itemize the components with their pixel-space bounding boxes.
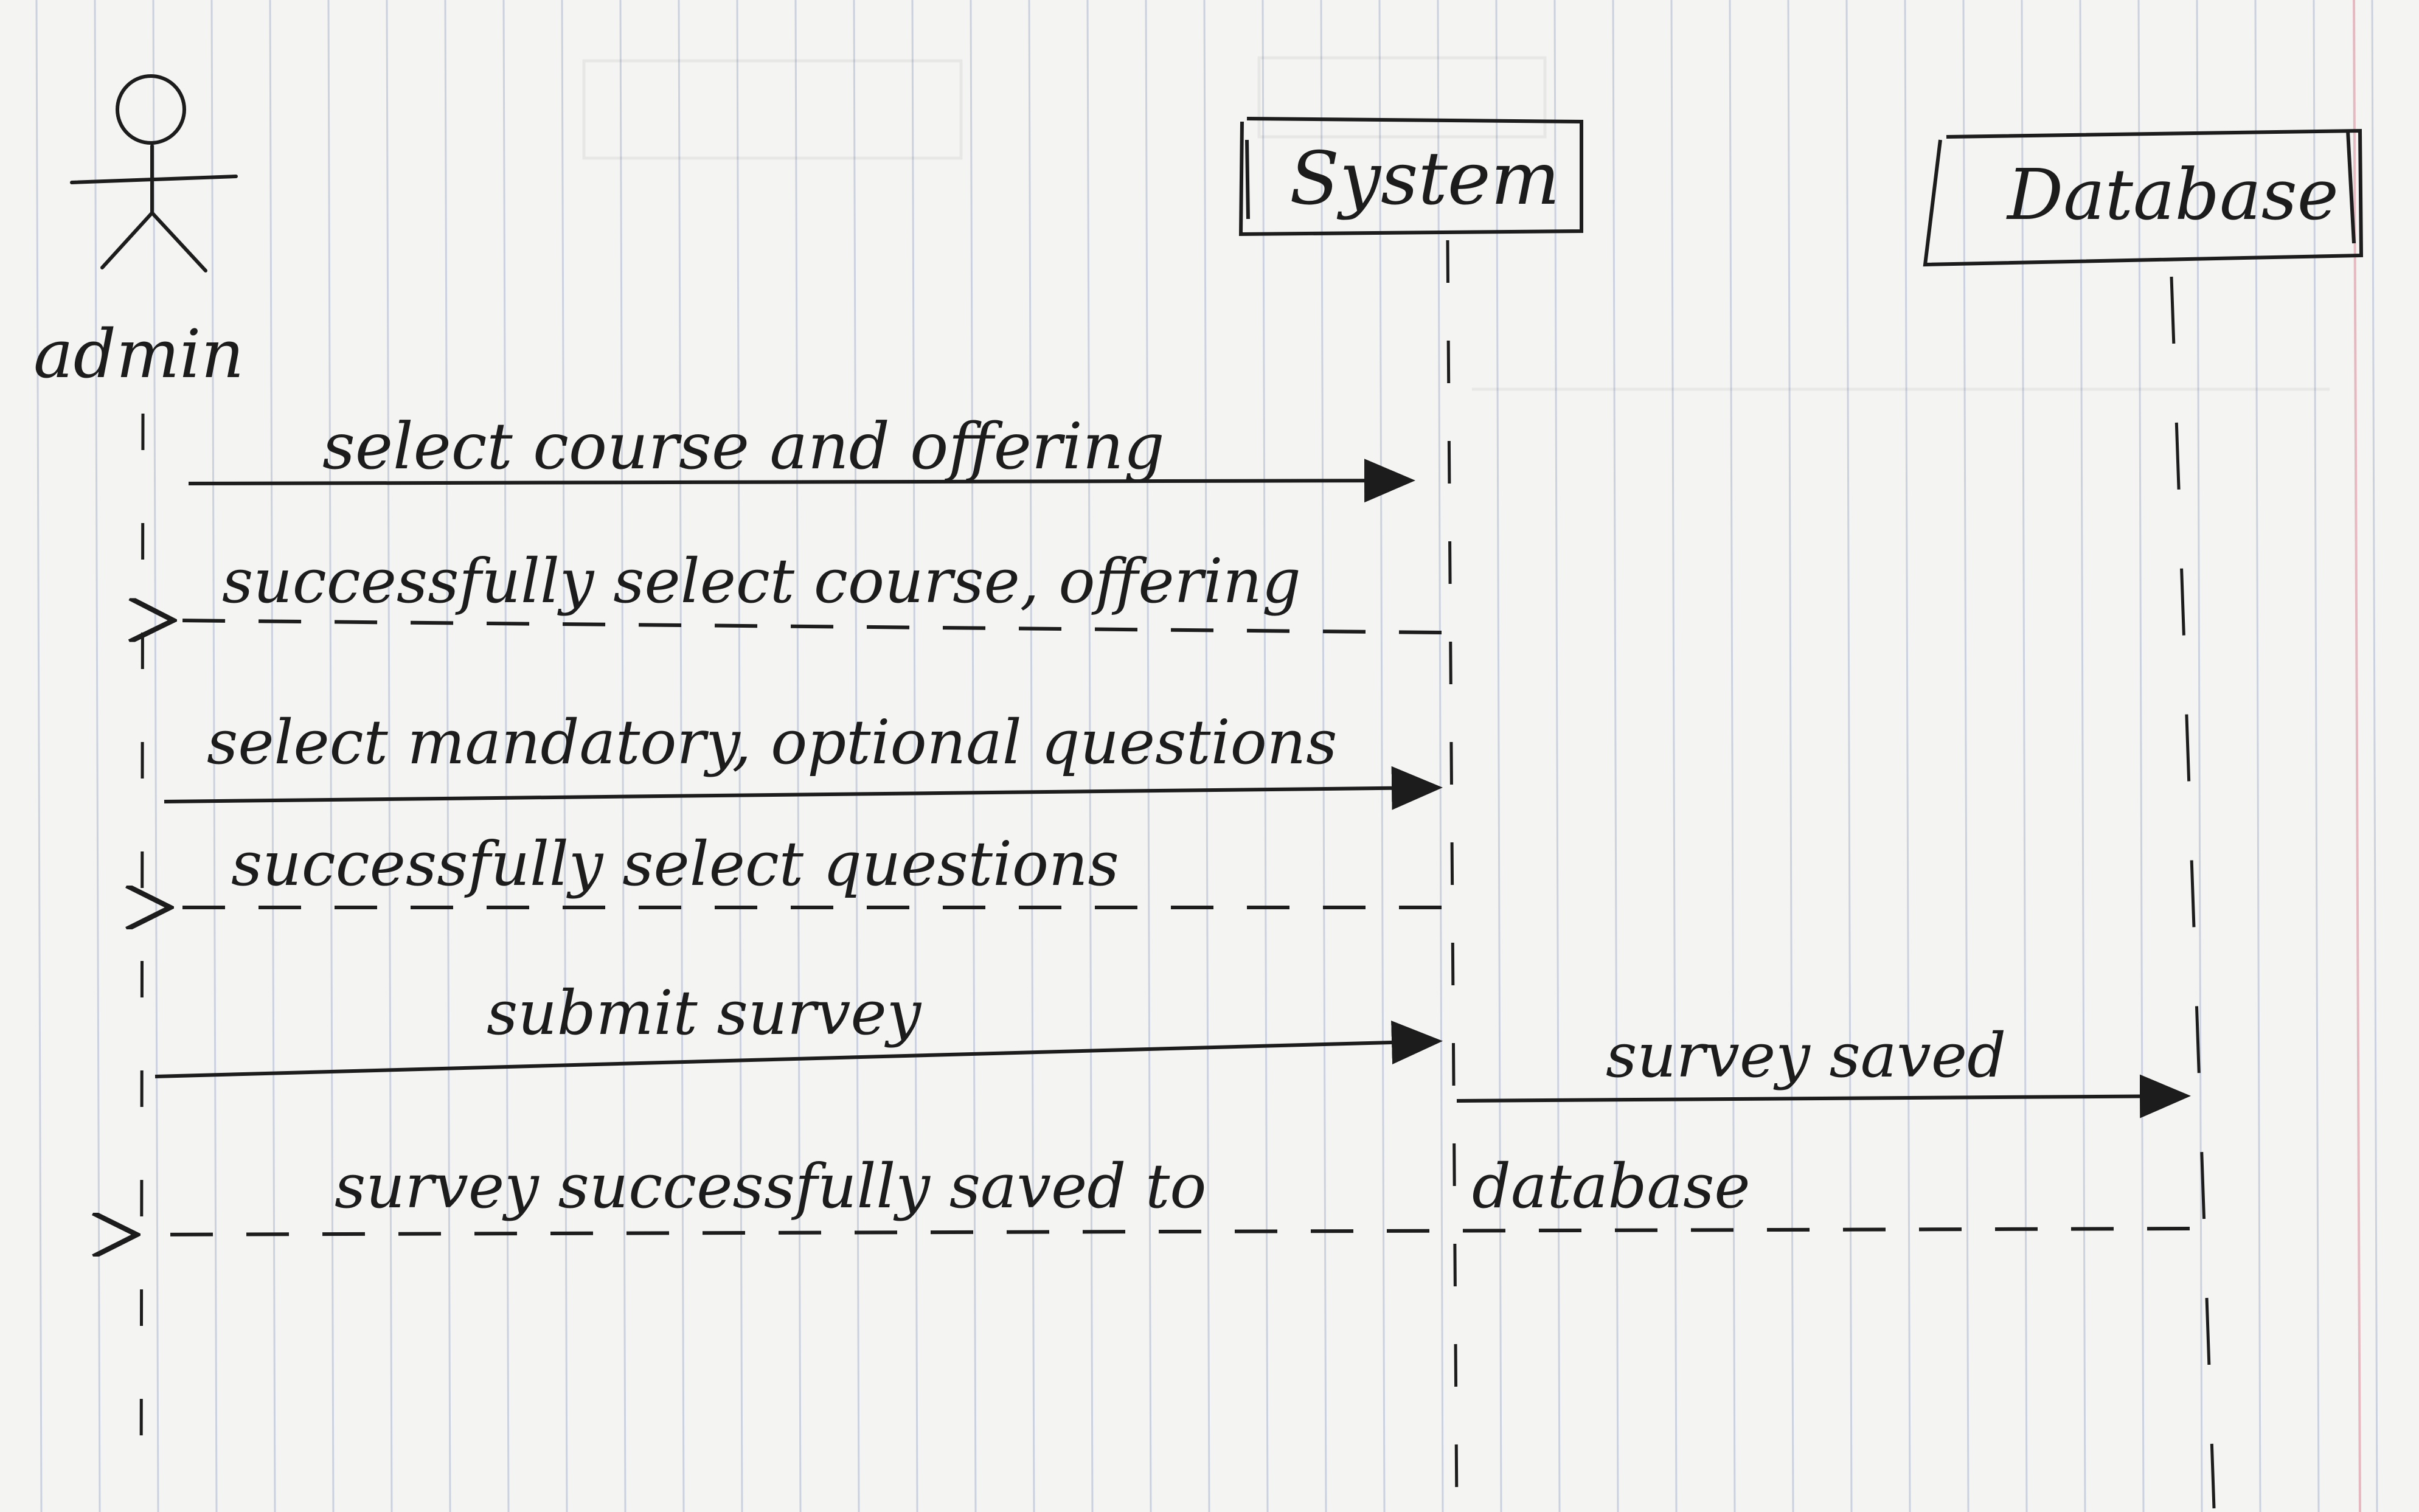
admin-lifeline xyxy=(139,413,145,1509)
system-lifeline xyxy=(1446,240,1459,1509)
return-arrow xyxy=(137,1229,2190,1235)
ruling-line xyxy=(502,0,510,1512)
message-label: survey saved xyxy=(1606,1020,2006,1091)
return-label: successfully select course, offering xyxy=(222,546,1301,617)
return-arrow xyxy=(173,620,1442,633)
ruling-line xyxy=(386,0,393,1512)
ruling-line xyxy=(1845,0,1853,1512)
ruling-line xyxy=(35,0,43,1512)
ruling-line xyxy=(911,0,918,1512)
ruling-line xyxy=(1962,0,1970,1512)
ruling-line xyxy=(1787,0,1794,1512)
ruling-line xyxy=(1904,0,1911,1512)
ruling-line xyxy=(619,0,626,1512)
return-label-right: database xyxy=(1472,1151,1751,1222)
message-label: select course and offering xyxy=(322,409,1165,484)
ruling-line xyxy=(1145,0,1152,1512)
actor-right-leg xyxy=(150,211,207,272)
message-arrow xyxy=(154,1020,1443,1078)
ruling-line xyxy=(1495,0,1502,1512)
notebook-ruling xyxy=(35,0,2378,1512)
ruling-line xyxy=(1262,0,1269,1512)
ruling-line xyxy=(1028,0,1035,1512)
message-arrow xyxy=(1456,1074,2191,1118)
message-arrow xyxy=(164,766,1443,810)
bleed-through xyxy=(582,56,2330,391)
message-label: submit survey xyxy=(487,977,922,1049)
ruling-line xyxy=(327,0,335,1512)
ruling-line xyxy=(736,0,743,1512)
system-label: System xyxy=(1289,137,1560,221)
admin-actor xyxy=(70,74,238,272)
ruling-line xyxy=(1320,0,1327,1512)
actor-left-leg xyxy=(100,211,154,269)
ruling-line xyxy=(853,0,860,1512)
ruling-line xyxy=(2079,0,2086,1512)
ruling-line xyxy=(269,0,276,1512)
message-arrow xyxy=(188,459,1415,503)
return-label: successfully select questions xyxy=(231,828,1119,900)
ruling-line xyxy=(1086,0,1094,1512)
actor-arms xyxy=(70,175,238,184)
ruling-line xyxy=(152,0,159,1512)
message-label: select mandatory, optional questions xyxy=(207,707,1338,778)
system-object xyxy=(1238,117,1583,237)
ruling-line xyxy=(2313,0,2320,1512)
ruling-line xyxy=(794,0,802,1512)
admin-label: admin xyxy=(33,315,244,393)
ruling-line xyxy=(444,0,451,1512)
ruling-line xyxy=(2254,0,2261,1512)
ruling-line xyxy=(210,0,218,1512)
ruling-line xyxy=(561,0,568,1512)
ruling-line xyxy=(1729,0,1736,1512)
margin-line xyxy=(2353,0,2361,1512)
ruling-line xyxy=(2137,0,2145,1512)
ruling-line xyxy=(1437,0,1444,1512)
ruling-line xyxy=(2021,0,2028,1512)
ruling-line xyxy=(1203,0,1210,1512)
ruling-line xyxy=(1670,0,1678,1512)
actor-head xyxy=(116,74,186,145)
database-lifeline xyxy=(2170,276,2216,1509)
ruling-line xyxy=(1553,0,1561,1512)
database-object xyxy=(1923,128,2364,267)
ruling-line xyxy=(2371,0,2378,1512)
ruling-line xyxy=(970,0,977,1512)
ruling-line xyxy=(94,0,101,1512)
return-label-left: survey successfully saved to xyxy=(335,1151,1207,1222)
ruling-line xyxy=(1378,0,1386,1512)
database-label: Database xyxy=(2006,154,2339,236)
ruling-line xyxy=(2196,0,2203,1512)
ruling-line xyxy=(1612,0,1619,1512)
ruling-line xyxy=(678,0,685,1512)
